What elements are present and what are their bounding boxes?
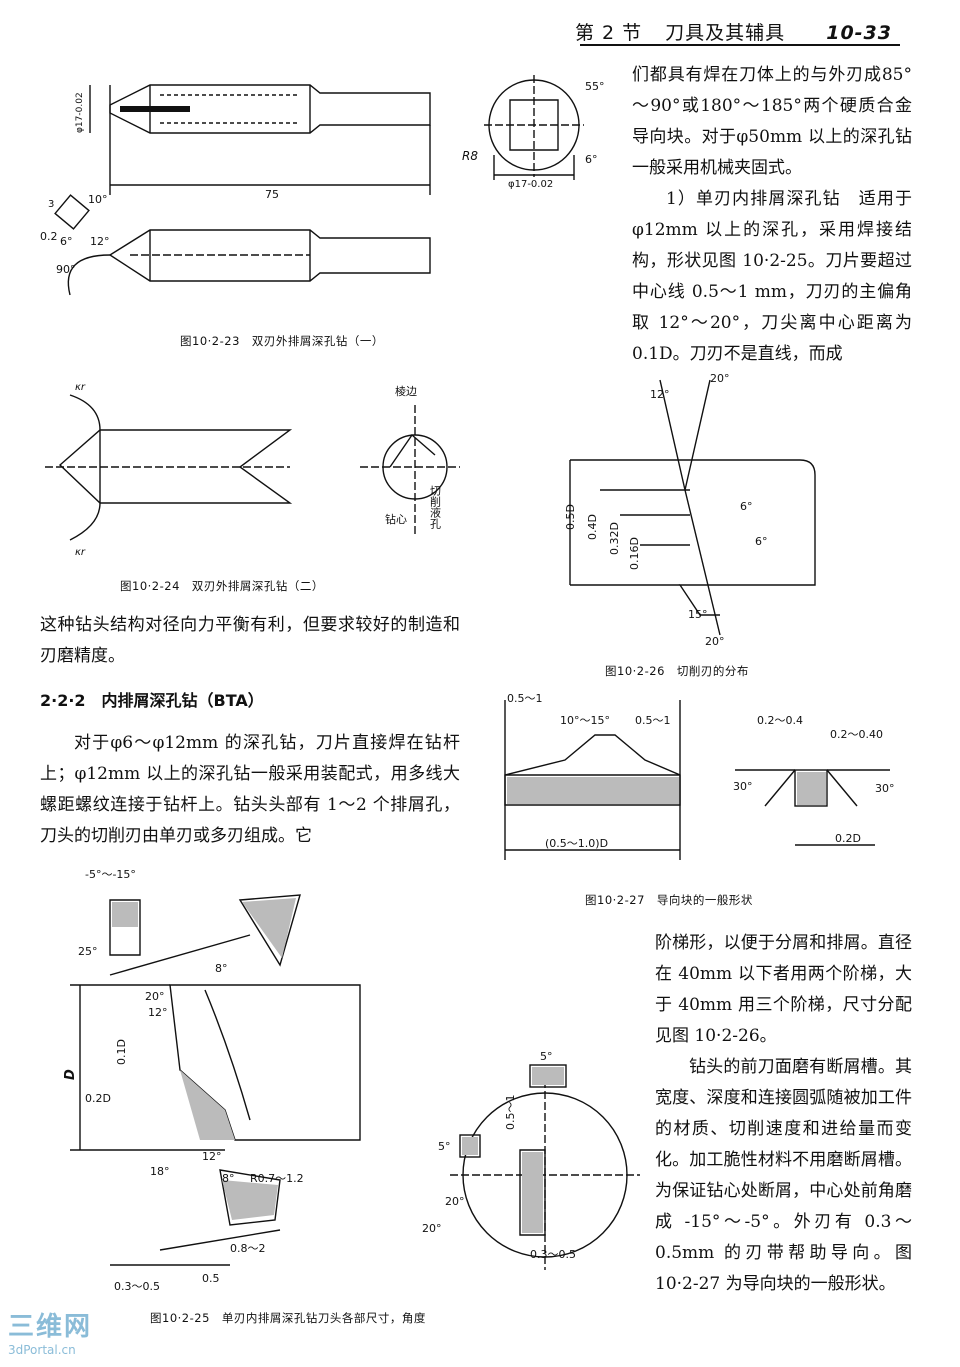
- dim-label: 6°: [585, 153, 598, 166]
- dim-label: φ17-0.02: [75, 92, 85, 133]
- dim-label: κr: [75, 547, 86, 558]
- dim-label: 75: [265, 188, 279, 201]
- dim-label: 0.3～0.5: [114, 1280, 160, 1293]
- dim-label: 0.2D: [85, 1092, 111, 1105]
- figure-10-2-27: 0.5～1 10°～15° 0.5～1 (0.5～1.0)D 0.2～0.4 0…: [504, 692, 895, 860]
- dim-label: 棱边: [395, 385, 417, 398]
- dim-label: 0.16D: [628, 537, 641, 570]
- right-column-bottom-text: 阶梯形，以便于分屑和排屑。直径在 40mm 以下者用两个阶梯，大于 40mm 用…: [655, 928, 912, 1300]
- dim-label: 12°: [202, 1150, 222, 1163]
- dim-label: 20°: [705, 635, 725, 648]
- header-page-number: 10-33: [826, 22, 892, 44]
- paragraph: 1）单刃内排屑深孔钻 适用于φ12mm 以上的深孔，采用焊接结构，形状见图 10…: [632, 189, 912, 364]
- watermark-logo: 三维网 3dPortal.cn: [8, 1306, 92, 1357]
- dim-label: 5°: [438, 1140, 451, 1153]
- dim-label: 0.5～1: [507, 692, 543, 705]
- dim-label: 3: [48, 199, 54, 210]
- dim-label: 15°: [688, 608, 708, 621]
- dim-label: 钻心: [385, 512, 407, 526]
- dim-label: 0.2D: [835, 832, 861, 845]
- dim-label: 30°: [875, 782, 895, 795]
- figure-caption: 图10·2-26 切削刃的分布: [605, 664, 749, 678]
- paragraph: 这种钻头结构对径向力平衡有利，但要求较好的制造和刃磨精度。: [40, 615, 460, 666]
- dim-label: D: [63, 1069, 78, 1080]
- dim-label: 0.2～0.40: [830, 728, 883, 741]
- dim-label: 0.2: [40, 230, 58, 243]
- figure-caption: 图10·2-27 导向块的一般形状: [585, 893, 753, 907]
- dim-label: κr: [75, 382, 86, 393]
- dim-label: 12°: [90, 235, 110, 248]
- dim-label: 0.8～2: [230, 1242, 266, 1255]
- dim-label: 切削液孔: [429, 485, 442, 530]
- dim-label: 10°～15°: [560, 714, 610, 727]
- dim-label: R8: [462, 149, 478, 163]
- dim-label: 0.5D: [564, 504, 577, 530]
- dim-label: 90°: [56, 263, 76, 276]
- dim-label: 0.4D: [586, 514, 599, 540]
- dim-label: 12°: [650, 388, 670, 401]
- header-title: 刀具及其辅具: [665, 22, 786, 44]
- dim-label: 0.5: [202, 1272, 220, 1285]
- dim-label: 6°: [740, 500, 753, 513]
- dim-label: 20°: [445, 1195, 465, 1208]
- dim-label: 0.5～1: [504, 1095, 517, 1131]
- dim-label: 10°: [88, 193, 108, 206]
- dim-label: 0.3～0.5: [530, 1248, 576, 1261]
- figure-caption: 图10·2-25 单刃内排屑深孔钻刀头各部尺寸，角度: [150, 1311, 426, 1325]
- right-column-top-text: 们都具有焊在刀体上的与外刃成85°～90°或180°～185°两个硬质合金导向块…: [632, 60, 912, 370]
- figure-10-2-24: κr κr 棱边 钻心 切削液孔: [45, 382, 460, 558]
- figure-caption: 图10·2-24 双刃外排屑深孔钻（二）: [120, 579, 324, 593]
- dim-label: 5°: [540, 1050, 553, 1063]
- dim-label: 0.1D: [115, 1039, 128, 1065]
- dim-label: 20°: [422, 1222, 442, 1235]
- running-header: 第 2 节 刀具及其辅具 10-33: [559, 18, 892, 45]
- left-body-text: 对于φ6～φ12mm 的深孔钻，刀片直接焊在钻杆上；φ12mm 以上的深孔钻一般…: [40, 728, 460, 852]
- paragraph: 钻头的前刀面磨有断屑槽。其宽度、深度和连接圆弧随被加工件的材质、切削速度和进给量…: [655, 1057, 912, 1294]
- dim-label: 18°: [150, 1165, 170, 1178]
- dim-label: 0.2～0.4: [757, 714, 803, 727]
- watermark-sub: 3dPortal.cn: [8, 1343, 76, 1357]
- dim-label: R0.7～1.2: [250, 1172, 304, 1185]
- paragraph: 们都具有焊在刀体上的与外刃成85°～90°或180°～185°两个硬质合金导向块…: [632, 65, 912, 178]
- paragraph: 阶梯形，以便于分屑和排屑。直径在 40mm 以下者用两个阶梯，大于 40mm 用…: [655, 933, 912, 1046]
- dim-label: 25°: [78, 945, 98, 958]
- left-mid-text: 这种钻头结构对径向力平衡有利，但要求较好的制造和刃磨精度。: [40, 610, 460, 672]
- header-section: 第 2 节: [574, 22, 643, 44]
- dim-label: (0.5～1.0)D: [545, 837, 608, 850]
- dim-label: 8°: [222, 1172, 235, 1185]
- section-title: 2·2·2 内排屑深孔钻（BTA）: [40, 691, 264, 710]
- dim-label: 6°: [60, 235, 73, 248]
- dim-label: 55°: [585, 80, 605, 93]
- dim-label: 12°: [148, 1006, 168, 1019]
- watermark-main: 三维网: [8, 1312, 93, 1342]
- dim-label: 0.32D: [608, 522, 621, 555]
- figure-10-2-25: -5°～-15° 25° 8° 20° 12° 0.1D D 0.2D 18° …: [63, 868, 640, 1293]
- dim-label: 20°: [710, 372, 730, 385]
- dim-label: 20°: [145, 990, 165, 1003]
- dim-label: 0.5～1: [635, 714, 671, 727]
- dim-label: -5°～-15°: [85, 868, 136, 881]
- dim-label: 30°: [733, 780, 753, 793]
- dim-label: φ17-0.02: [508, 179, 553, 190]
- figure-10-2-23: φ17-0.02 75 10° 12° 6° 0.2 90° 3 R8 55° …: [40, 75, 605, 296]
- header-rule: [580, 44, 900, 46]
- figure-10-2-26: 20° 12° 0.5D 0.4D 0.32D 0.16D 6° 6° 15° …: [564, 372, 816, 648]
- dim-label: 6°: [755, 535, 768, 548]
- paragraph: 对于φ6～φ12mm 的深孔钻，刀片直接焊在钻杆上；φ12mm 以上的深孔钻一般…: [40, 733, 460, 846]
- figure-caption: 图10·2-23 双刃外排屑深孔钻（一）: [180, 334, 384, 348]
- dim-label: 8°: [215, 962, 228, 975]
